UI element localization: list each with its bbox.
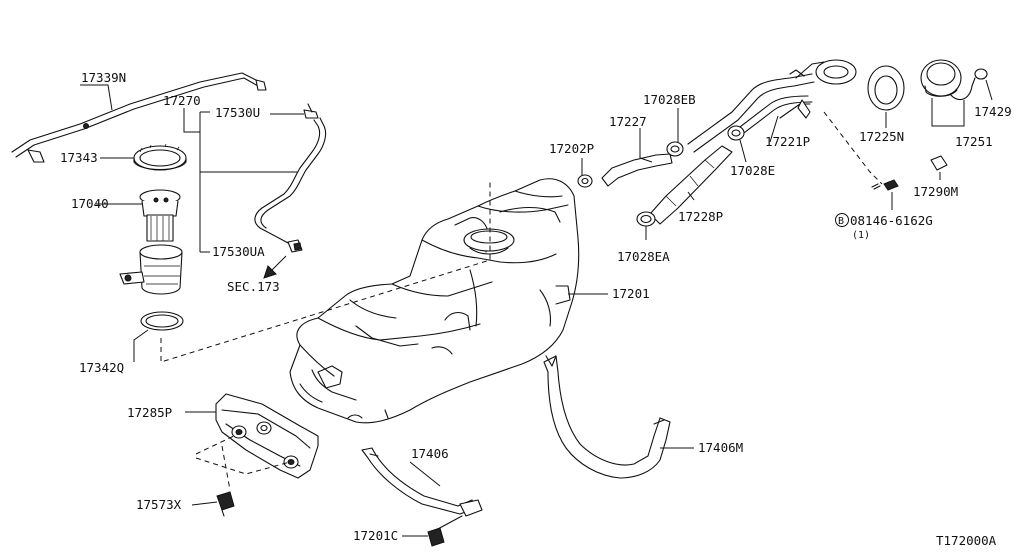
label-17227: 17227: [609, 114, 647, 129]
label-17285P: 17285P: [127, 405, 172, 420]
bolt-circle-letter: B: [838, 216, 844, 227]
vent-hose-17227[interactable]: [601, 153, 673, 187]
gasket-17342Q[interactable]: [140, 311, 184, 331]
label-17573X: 17573X: [136, 497, 182, 512]
label-17028E: 17028E: [730, 163, 775, 178]
clamp-17028E[interactable]: [727, 125, 745, 141]
fuel-pump-assembly-17040[interactable]: [119, 189, 183, 295]
cap-tether-17429[interactable]: [949, 68, 988, 101]
label-17201C: 17201C: [353, 528, 398, 543]
label-17339N: 17339N: [81, 70, 126, 85]
filler-tube-17221P[interactable]: [687, 59, 857, 153]
label-sec173[interactable]: SEC.173: [227, 279, 280, 294]
label-17040: 17040: [71, 196, 109, 211]
label-plate-17290M[interactable]: [930, 155, 948, 171]
label-17201: 17201: [612, 286, 650, 301]
label-17290M: 17290M: [913, 184, 958, 199]
diagram-id: T172000A: [936, 533, 997, 548]
bolt-17201C[interactable]: [427, 515, 463, 547]
label-17225N: 17225N: [859, 129, 904, 144]
tube-17339N[interactable]: [11, 72, 267, 163]
label-17343: 17343: [60, 150, 98, 165]
label-17221P: 17221P: [765, 134, 810, 149]
lock-ring-17343[interactable]: [133, 143, 187, 171]
assembly-dashed-lines: [160, 111, 883, 491]
filler-hose-17228P[interactable]: [649, 145, 733, 225]
label-08146-6162G: 08146-6162G: [850, 213, 933, 228]
bolt-08146-6162G[interactable]: [871, 179, 899, 191]
label-17406M: 17406M: [698, 440, 743, 455]
clip-17573X[interactable]: [216, 491, 235, 517]
label-17028EA: 17028EA: [617, 249, 670, 264]
strap-17406M[interactable]: [543, 355, 671, 479]
clamp-17028EB[interactable]: [666, 141, 684, 157]
tube-17530U[interactable]: [254, 103, 327, 245]
label-17406: 17406: [411, 446, 449, 461]
bolt-callout-circle: [835, 213, 849, 227]
label-17429: 17429: [974, 104, 1012, 119]
label-17270: 17270: [163, 93, 201, 108]
label-17202P: 17202P: [549, 141, 594, 156]
filler-cap-17251[interactable]: [920, 59, 962, 97]
heat-shield-17285P[interactable]: [215, 393, 319, 479]
connector-17530UA[interactable]: [287, 239, 303, 253]
label-17228P: 17228P: [678, 209, 723, 224]
label-17028EB: 17028EB: [643, 92, 696, 107]
label-17342Q: 17342Q: [79, 360, 124, 375]
filler-seal-17225N[interactable]: [867, 65, 905, 111]
label-17251: 17251: [955, 134, 993, 149]
clamp-17028EA[interactable]: [636, 211, 656, 227]
fuel-tank[interactable]: [289, 178, 580, 424]
label-17530U: 17530U: [215, 105, 260, 120]
clamp-17202P[interactable]: [577, 174, 593, 188]
callout-labels: 17339N 17270 17530U 17343 17040 17530UA …: [60, 70, 1012, 548]
sec173-arrow[interactable]: [263, 255, 287, 279]
leader-lines: [80, 79, 993, 537]
strap-17406[interactable]: [361, 447, 483, 517]
label-17530UA: 17530UA: [212, 244, 265, 259]
label-bolt-qty: (1): [852, 230, 870, 241]
